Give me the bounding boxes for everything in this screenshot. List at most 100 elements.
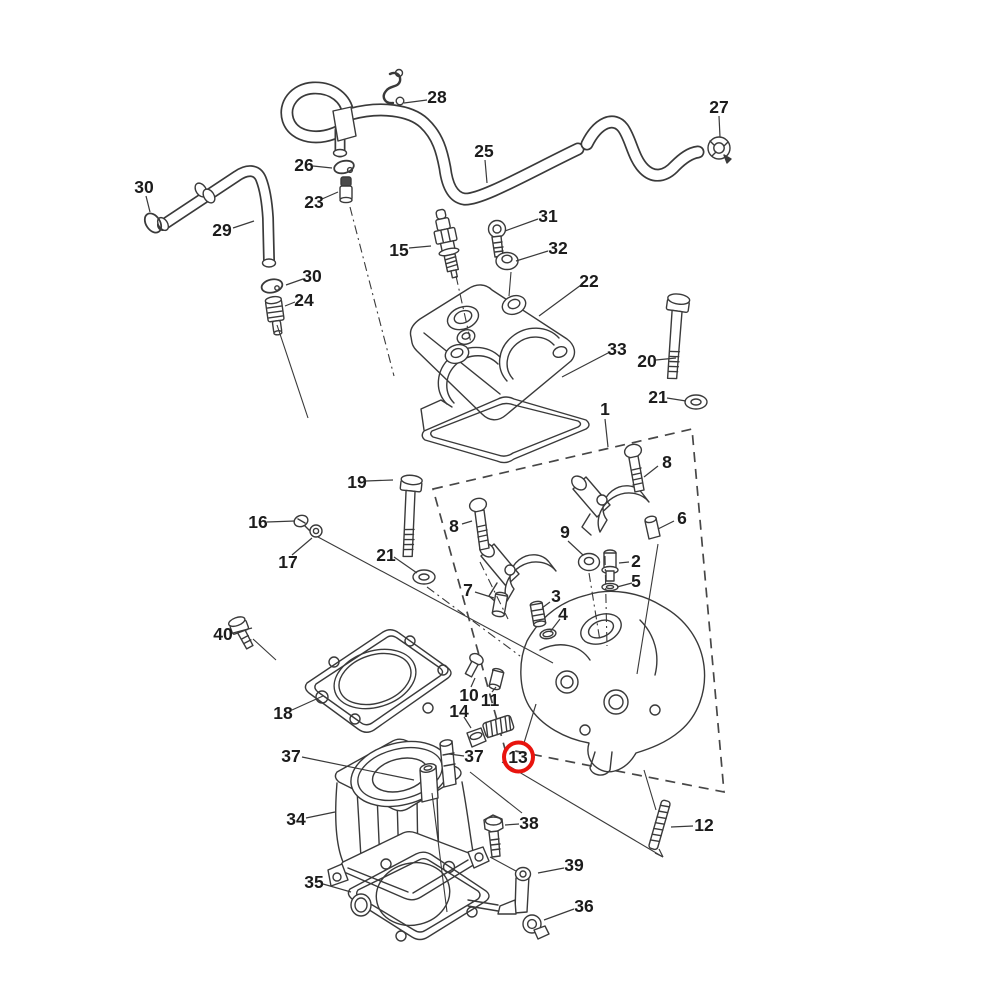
- callout-leader-18: [291, 695, 324, 711]
- callout-label-30: 30: [134, 177, 154, 197]
- callout-leader-27: [718, 115, 721, 138]
- callout-leader-29: [232, 220, 255, 229]
- callout-label-37: 37: [281, 746, 300, 766]
- callout-label-21: 21: [648, 387, 668, 407]
- collar-11-art: [488, 667, 505, 691]
- fitting-23-art: [339, 176, 353, 204]
- callout-leader-31: [504, 218, 539, 232]
- callout-label-30: 30: [302, 266, 322, 286]
- callout-leader-15: [408, 245, 432, 249]
- construction-line-11: [276, 324, 309, 419]
- construction-line-12: [431, 792, 448, 913]
- washer-5-art: [601, 582, 619, 592]
- bolt-36-art: [522, 914, 550, 940]
- rocker-arm-left-art: [479, 542, 557, 605]
- callout-leader-32: [515, 250, 549, 262]
- callout-label-10: 10: [459, 685, 479, 705]
- callout-label-24: 24: [294, 290, 314, 310]
- callout-label-21: 21: [376, 545, 396, 565]
- callout-leader-26: [312, 165, 333, 169]
- callout-leader-10: [470, 677, 476, 688]
- callout-leader-21: [666, 397, 687, 402]
- construction-line-9: [643, 769, 657, 811]
- callout-leader-6: [657, 520, 675, 530]
- grommet-32-art: [495, 251, 519, 271]
- callout-label-8: 8: [449, 516, 459, 536]
- construction-line-3: [426, 586, 521, 657]
- callout-leader-13: [523, 703, 537, 744]
- valve-3-art: [529, 600, 547, 628]
- callout-leader-16: [266, 520, 296, 523]
- callout-leader-1: [604, 418, 609, 448]
- callout-leader-22: [538, 284, 582, 317]
- callout-label-28: 28: [427, 87, 447, 107]
- head-cover-art: [409, 284, 576, 421]
- callout-label-34: 34: [286, 809, 306, 829]
- cover-gasket-art: [420, 396, 590, 464]
- construction-line-10: [252, 638, 277, 661]
- washer-21-left-art: [412, 569, 436, 585]
- callout-leader-17: [291, 537, 313, 556]
- callout-leader-24: [284, 301, 296, 307]
- callout-leader-30: [145, 195, 151, 213]
- construction-line-1: [455, 275, 472, 344]
- hose-clamp-28-art: [382, 68, 405, 106]
- callout-label-36: 36: [574, 896, 594, 916]
- callout-leader-20: [655, 357, 677, 361]
- screw-16-art: [293, 514, 311, 532]
- callout-label-25: 25: [474, 141, 494, 161]
- callout-label-11: 11: [481, 690, 500, 710]
- spark-plug-art: [433, 208, 460, 279]
- callout-label-40: 40: [213, 624, 233, 644]
- callout-label-33: 33: [607, 339, 627, 359]
- callout-label-35: 35: [304, 872, 324, 892]
- callout-leader-30: [285, 278, 304, 286]
- callout-leader-33: [561, 352, 609, 378]
- callout-label-23: 23: [304, 192, 324, 212]
- construction-line-13: [489, 856, 517, 872]
- screw-10-art: [464, 652, 484, 678]
- callout-leader-2: [618, 561, 630, 564]
- callout-leader-9: [567, 540, 584, 556]
- grommet-9-art: [577, 552, 601, 572]
- head-gasket-art: [304, 629, 452, 733]
- callout-leader-5: [616, 582, 633, 588]
- callout-label-14: 14: [449, 701, 469, 721]
- seat-14-art: [466, 727, 487, 748]
- callout-leader-37: [448, 753, 465, 757]
- callout-leader-37: [301, 756, 415, 781]
- callout-label-4: 4: [558, 604, 568, 624]
- highlight-circle-13: [502, 740, 535, 774]
- left-hose-art: [143, 165, 277, 268]
- callout-label-17: 17: [278, 552, 297, 572]
- stud-12-art: [648, 799, 671, 851]
- callout-label-38: 38: [519, 813, 539, 833]
- callout-label-29: 29: [212, 220, 232, 240]
- fitting-24-art: [264, 295, 285, 336]
- adjuster-2-art: [601, 549, 619, 582]
- bolt-8-right-art: [623, 443, 645, 493]
- callout-leader-40: [232, 627, 253, 634]
- callout-label-12: 12: [694, 815, 714, 835]
- callout-label-8: 8: [662, 452, 672, 472]
- callout-label-3: 3: [551, 586, 561, 606]
- callout-leader-11: [491, 686, 497, 693]
- clamp-30b-art: [260, 278, 284, 294]
- callout-leader-8: [461, 520, 473, 525]
- callout-leader-25: [484, 159, 488, 184]
- callout-leader-39: [537, 867, 565, 874]
- callout-label-26: 26: [294, 155, 314, 175]
- callout-leader-23: [321, 191, 339, 200]
- callout-label-5: 5: [631, 571, 641, 591]
- callout-label-16: 16: [248, 512, 268, 532]
- callout-label-15: 15: [389, 240, 409, 260]
- dowel-6-art: [644, 515, 661, 540]
- callout-label-9: 9: [560, 522, 570, 542]
- construction-line-2: [317, 536, 554, 664]
- callout-leader-35: [322, 883, 352, 893]
- bolt-19-art: [399, 474, 423, 558]
- construction-line-6: [588, 572, 601, 642]
- dowel-7-art: [491, 591, 509, 618]
